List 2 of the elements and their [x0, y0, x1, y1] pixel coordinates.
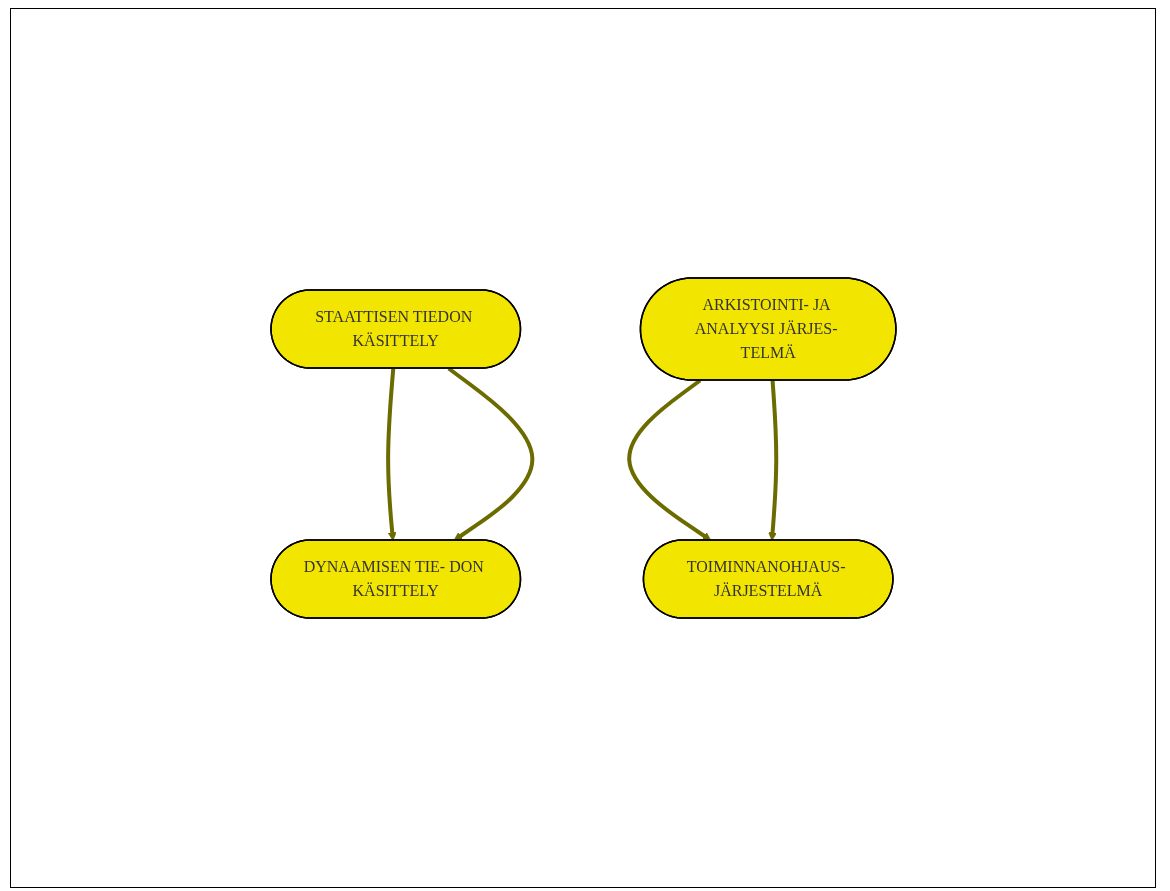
arrow: [767, 380, 778, 541]
arrow: [385, 368, 397, 541]
